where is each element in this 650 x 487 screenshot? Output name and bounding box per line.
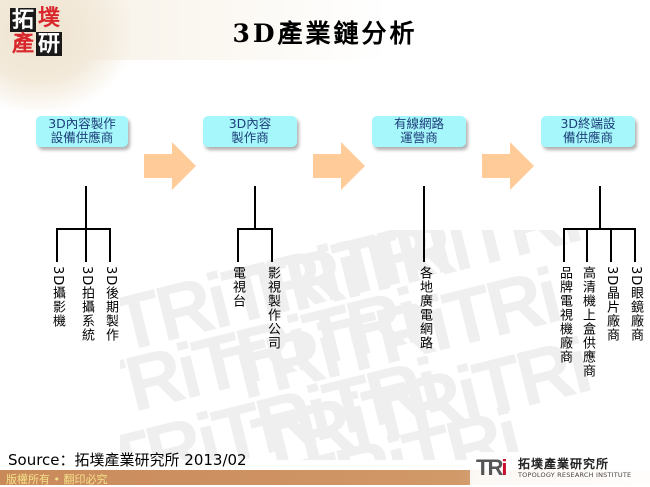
connector-line	[563, 228, 565, 262]
child-film-production-company: 影視製作公司	[265, 266, 280, 350]
connector-line	[271, 228, 273, 262]
child-3d-camera: 3D攝影機	[50, 266, 65, 329]
logo-char: 研	[36, 31, 62, 57]
logo-char: 墣	[37, 5, 60, 31]
connector-line	[56, 228, 111, 230]
stage-cable-operator: 有線網路運營商	[372, 116, 466, 147]
arrow-right-icon	[313, 142, 365, 190]
logo-char: 拓	[10, 7, 36, 33]
connector-line	[85, 186, 87, 229]
child-3d-glasses-makers: 3D眼鏡廠商	[628, 266, 643, 343]
connector-line	[586, 228, 588, 262]
child-brand-tv-makers: 品牌電視機廠商	[557, 266, 572, 364]
copyright-notice: 版權所有 • 翻印必究	[6, 473, 108, 486]
connector-line	[423, 186, 425, 262]
child-3d-post-production: 3D後期製作	[103, 266, 118, 343]
stage-terminal-equipment: 3D終端設備供應商	[541, 116, 635, 147]
connector-line	[237, 228, 273, 230]
child-3d-shooting-system: 3D拍攝系統	[79, 266, 94, 343]
child-3d-chip-makers: 3D晶片廠商	[604, 266, 619, 343]
stage-content-equipment: 3D內容製作設備供應商	[36, 116, 128, 147]
arrow-right-icon	[482, 142, 534, 190]
stage-content-producer: 3D內容製作商	[203, 116, 297, 147]
brand-name-en: TOPOLOGY RESEARCH INSTITUTE	[518, 471, 632, 479]
page-title: 3D產業鏈分析	[232, 19, 418, 48]
connector-line	[56, 228, 58, 262]
tri-brand-logo: TRi 拓墣產業研究所 TOPOLOGY RESEARCH INSTITUTE	[470, 452, 650, 485]
connector-line	[634, 228, 636, 262]
connector-line	[610, 228, 612, 262]
logo-char: 產	[11, 31, 34, 57]
connector-line	[109, 228, 111, 262]
child-local-cable-networks: 各地廣電網路	[417, 266, 432, 350]
connector-line	[85, 228, 87, 262]
connector-line	[599, 186, 601, 229]
connector-line	[254, 186, 256, 229]
brand-name-cn: 拓墣產業研究所	[518, 457, 610, 471]
connector-line	[237, 228, 239, 262]
tri-logo-mark: TRi	[476, 455, 508, 480]
child-tv-station: 電視台	[230, 266, 245, 308]
arrow-right-icon	[144, 142, 196, 190]
source-citation: Source：拓墣產業研究所 2013/02	[8, 451, 247, 469]
connector-line	[563, 228, 636, 230]
company-logo: 拓 墣 產 研	[8, 6, 64, 56]
child-hd-settopbox-suppliers: 高清機上盒供應商	[580, 266, 595, 378]
